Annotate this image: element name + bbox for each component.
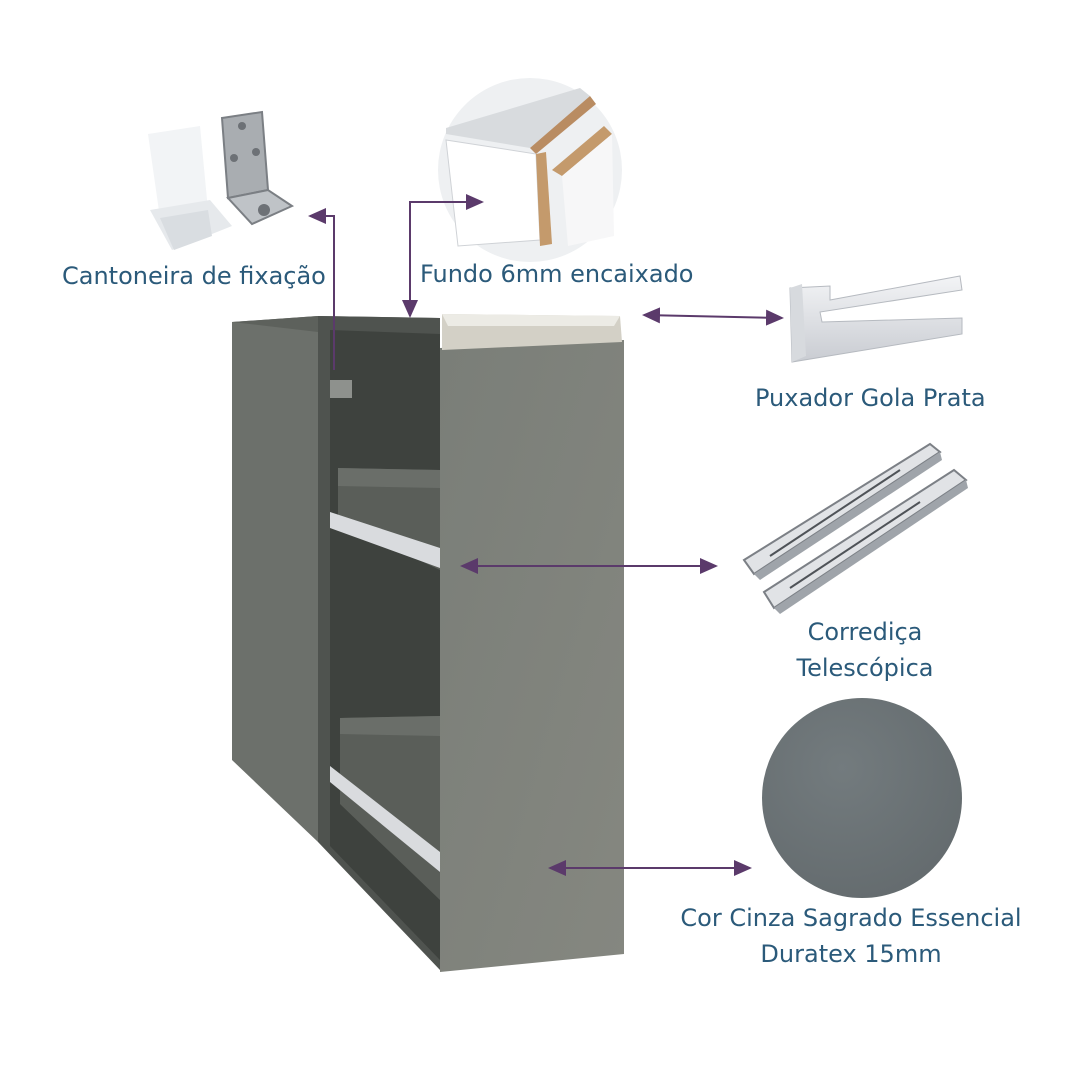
corner-bracket-icon [148, 110, 295, 250]
bracket-label: Cantoneira de fixação [62, 262, 326, 290]
slide-label-line1: Corrediça [807, 618, 923, 646]
panel-joint-icon [438, 78, 622, 262]
color-label-line2: Duratex 15mm [760, 940, 942, 968]
aluminum-profile-icon [789, 275, 963, 363]
slide-label-line2: Telescópica [796, 654, 934, 682]
slide-label: Corrediça Telescópica [760, 614, 970, 686]
cabinet-illustration [232, 314, 624, 972]
color-swatch-icon [762, 698, 962, 898]
telescopic-slide-icon [742, 442, 968, 614]
back-panel-label: Fundo 6mm encaixado [420, 260, 694, 288]
color-label-line1: Cor Cinza Sagrado Essencial [680, 904, 1022, 932]
callout-arrows [308, 194, 784, 876]
color-label: Cor Cinza Sagrado Essencial Duratex 15mm [666, 900, 1036, 972]
handle-label: Puxador Gola Prata [755, 384, 986, 412]
